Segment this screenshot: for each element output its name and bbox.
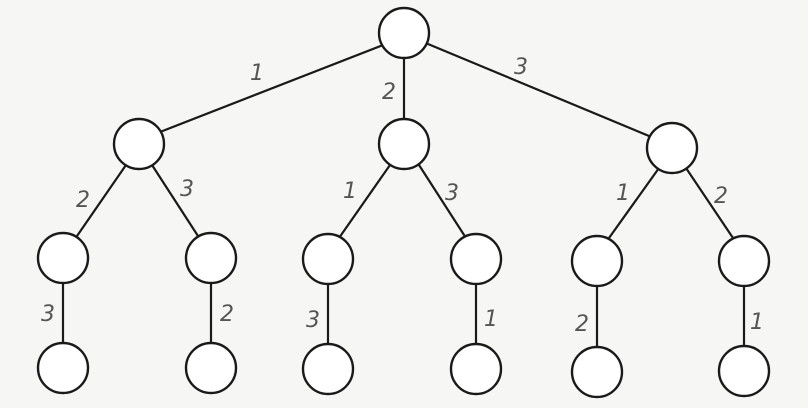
edge-label: 1 [250, 61, 264, 86]
edge-label: 1 [616, 181, 630, 206]
edge-root-a [158, 43, 385, 134]
node-ba [301, 232, 355, 286]
node-cba [717, 344, 771, 398]
edge-c-ca [607, 166, 661, 240]
edge-a-aa [75, 163, 128, 238]
edge-label: 3 [180, 177, 194, 202]
node-caa [570, 345, 624, 399]
node-bb [449, 232, 503, 286]
node-baa [301, 342, 355, 396]
edge-label: 3 [41, 302, 55, 327]
edge-label: 2 [220, 302, 234, 327]
edge-label: 2 [76, 188, 90, 213]
node-aaa [36, 341, 90, 395]
node-root [377, 6, 431, 60]
edge-label: 2 [382, 80, 396, 105]
edge-label: 1 [750, 310, 764, 335]
edges [61, 42, 746, 350]
edge-b-bb [417, 163, 468, 240]
edge-label: 3 [306, 308, 320, 333]
edge-labels: 1 2 3 2 3 1 3 1 2 3 2 3 1 2 1 [41, 55, 764, 337]
edge-a-ab [150, 163, 200, 238]
node-a [112, 117, 166, 171]
node-b [377, 117, 431, 171]
node-aba [184, 341, 238, 395]
edge-label: 1 [484, 307, 498, 332]
node-ab [184, 231, 238, 285]
node-cb [717, 234, 771, 288]
edge-b-ba [337, 163, 392, 240]
nodes [36, 6, 771, 399]
edge-label: 2 [575, 312, 589, 337]
node-aa [36, 231, 90, 285]
node-bba [449, 342, 503, 396]
edge-label: 3 [514, 55, 528, 80]
edge-label: 2 [714, 184, 728, 209]
edge-label: 1 [343, 179, 357, 204]
edge-label: 3 [445, 181, 459, 206]
node-c [645, 121, 699, 175]
edge-root-c [426, 42, 651, 138]
edge-c-cb [684, 166, 735, 240]
node-ca [570, 234, 624, 288]
